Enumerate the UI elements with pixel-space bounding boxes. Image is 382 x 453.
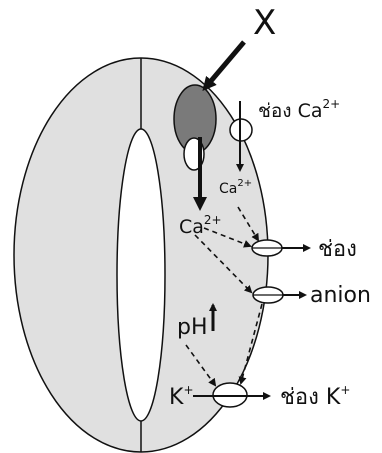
- anion-to-k-arrow: [238, 303, 263, 385]
- stomatal-pore: [116, 128, 166, 422]
- label-x: X: [253, 3, 276, 43]
- label-anion: anion: [310, 283, 371, 308]
- label-ca-channel: ช่อง Ca2+: [258, 97, 340, 122]
- dashed-signal-arrows: [185, 206, 263, 387]
- ca-small-to-channel-arrow: [237, 206, 260, 242]
- ca-to-anion-arrow: [194, 234, 253, 294]
- label-ca-mid: Ca2+: [179, 213, 222, 238]
- label-k-channel: ช่อง K+: [280, 383, 350, 410]
- label-ph: pH: [177, 315, 208, 340]
- x-pointer-arrow: [202, 40, 246, 92]
- label-k: K+: [169, 383, 194, 410]
- label-channel: ช่อง: [318, 237, 357, 262]
- label-ca-small: Ca2+: [219, 178, 252, 197]
